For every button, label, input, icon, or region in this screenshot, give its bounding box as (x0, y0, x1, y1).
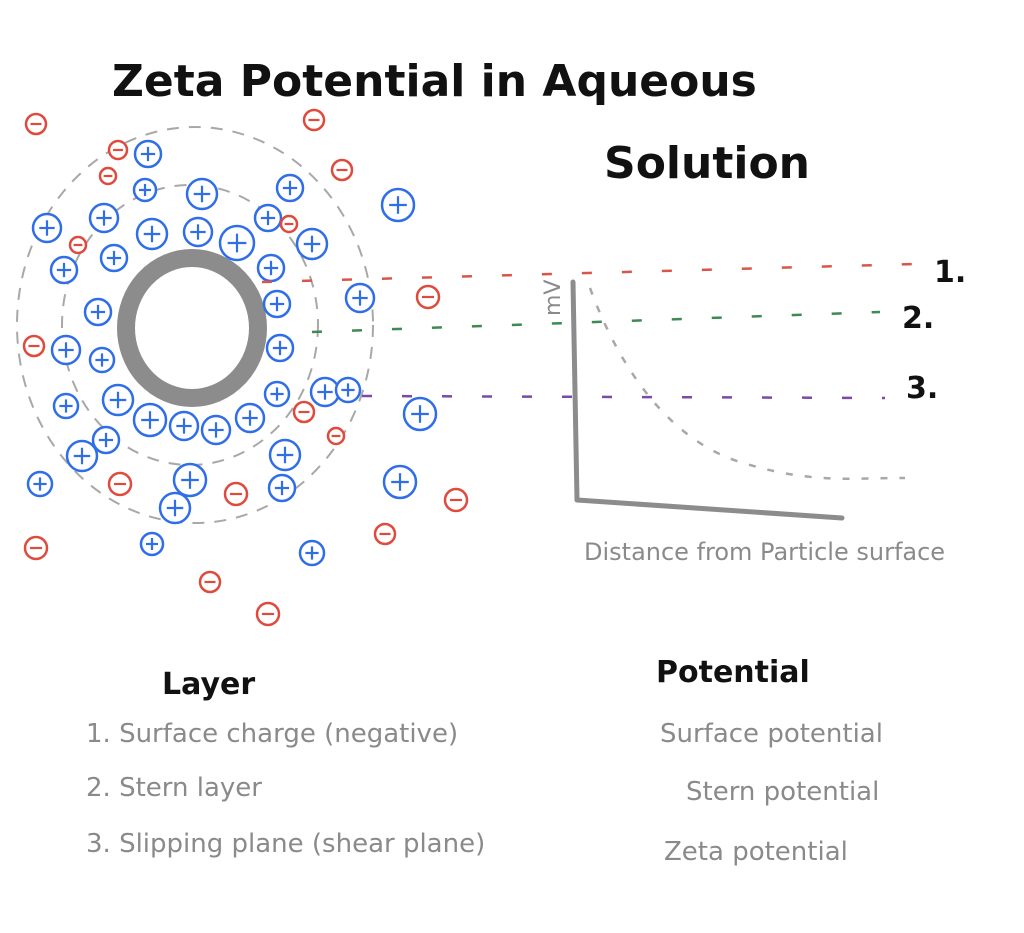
x-axis (574, 497, 845, 521)
potential-row-3: Zeta potential (664, 837, 848, 867)
marker-3: 3. (906, 371, 938, 406)
particle-system (16, 108, 469, 627)
slipping-plane-boundary (16, 126, 374, 524)
title-line-2: Solution (604, 138, 810, 189)
ion-cloud (22, 108, 469, 627)
legend-table: Layer Potential 1. Surface charge (negat… (86, 655, 883, 867)
stern-layer-boundary (61, 184, 319, 466)
marker-2: 2. (902, 301, 934, 336)
title: Zeta Potential in Aqueous Solution (112, 56, 810, 189)
projection-line-3 (361, 394, 886, 400)
potential-row-1: Surface potential (660, 719, 883, 749)
marker-1: 1. (934, 255, 966, 290)
projection-line-1 (261, 262, 916, 284)
projection-lines (261, 262, 916, 400)
potential-row-2: Stern potential (686, 777, 879, 807)
layer-row-3: 3. Slipping plane (shear plane) (86, 829, 485, 859)
y-axis-unit: mV (541, 280, 566, 316)
projection-line-2 (311, 310, 881, 334)
potential-header: Potential (656, 655, 810, 690)
potential-decay-curve (588, 287, 906, 480)
layer-row-2: 2. Stern layer (86, 773, 262, 803)
title-line-1: Zeta Potential in Aqueous (112, 56, 757, 107)
layer-row-1: 1. Surface charge (negative) (86, 719, 458, 749)
layer-header: Layer (162, 667, 255, 702)
y-axis (570, 279, 580, 503)
particle-core (117, 249, 267, 407)
x-axis-label: Distance from Particle surface (584, 538, 945, 566)
potential-graph: mV Distance from Particle surface 1. 2. … (541, 255, 966, 566)
